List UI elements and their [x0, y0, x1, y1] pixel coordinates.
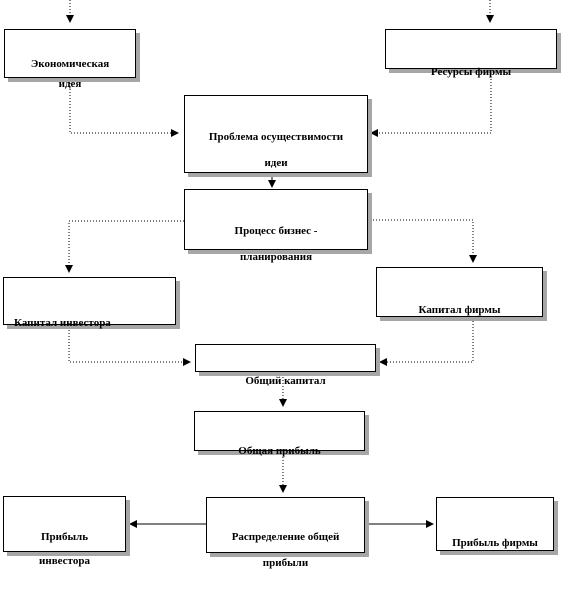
connector-firm-total: [379, 318, 474, 366]
node-feasibility-problem: Проблема осуществимости идеи: [184, 95, 368, 173]
node-firm-profit-label: Прибыль фирмы: [452, 537, 538, 549]
node-investor-capital-label: Капитал инвестора: [14, 317, 111, 329]
node-investor-profit-label: Прибыль инвестора: [39, 531, 90, 567]
node-total-capital-label: Общий капитал: [245, 375, 326, 387]
node-economic-idea-label: Экономическая идея: [30, 58, 110, 90]
node-firm-profit: Прибыль фирмы: [436, 497, 554, 551]
node-total-capital: Общий капитал: [195, 344, 376, 387]
node-business-planning: Процесс бизнес - планирования: [184, 189, 368, 263]
connector-resources-feasibility: [370, 70, 492, 137]
node-total-profit: Общая прибыль: [194, 411, 365, 457]
connector-planning-firm-capital: [367, 219, 477, 263]
node-total-profit-label: Общая прибыль: [238, 445, 321, 457]
node-firm-resources: Ресурсы фирмы: [385, 29, 557, 78]
connector-layer: [65, 0, 494, 528]
node-profit-distribution: Распределение общей прибыли: [206, 497, 365, 569]
node-firm-resources-label: Ресурсы фирмы: [430, 66, 512, 78]
node-firm-capital-label: Капитал фирмы: [418, 304, 501, 316]
node-business-planning-label: Процесс бизнес - планирования: [234, 225, 318, 263]
node-feasibility-problem-label: Проблема осуществимости идеи: [208, 131, 344, 169]
node-economic-idea: Экономическая идея: [4, 29, 136, 90]
flow-diagram: Экономическая идея Ресурсы фирмы Проблем…: [3, 0, 557, 569]
connector-planning-investor-capital: [65, 220, 184, 273]
node-profit-distribution-label: Распределение общей прибыли: [231, 531, 340, 569]
node-firm-capital: Капитал фирмы: [376, 267, 543, 317]
node-investor-profit: Прибыль инвестора: [3, 496, 126, 567]
node-investor-capital: Капитал инвестора: [3, 277, 176, 329]
